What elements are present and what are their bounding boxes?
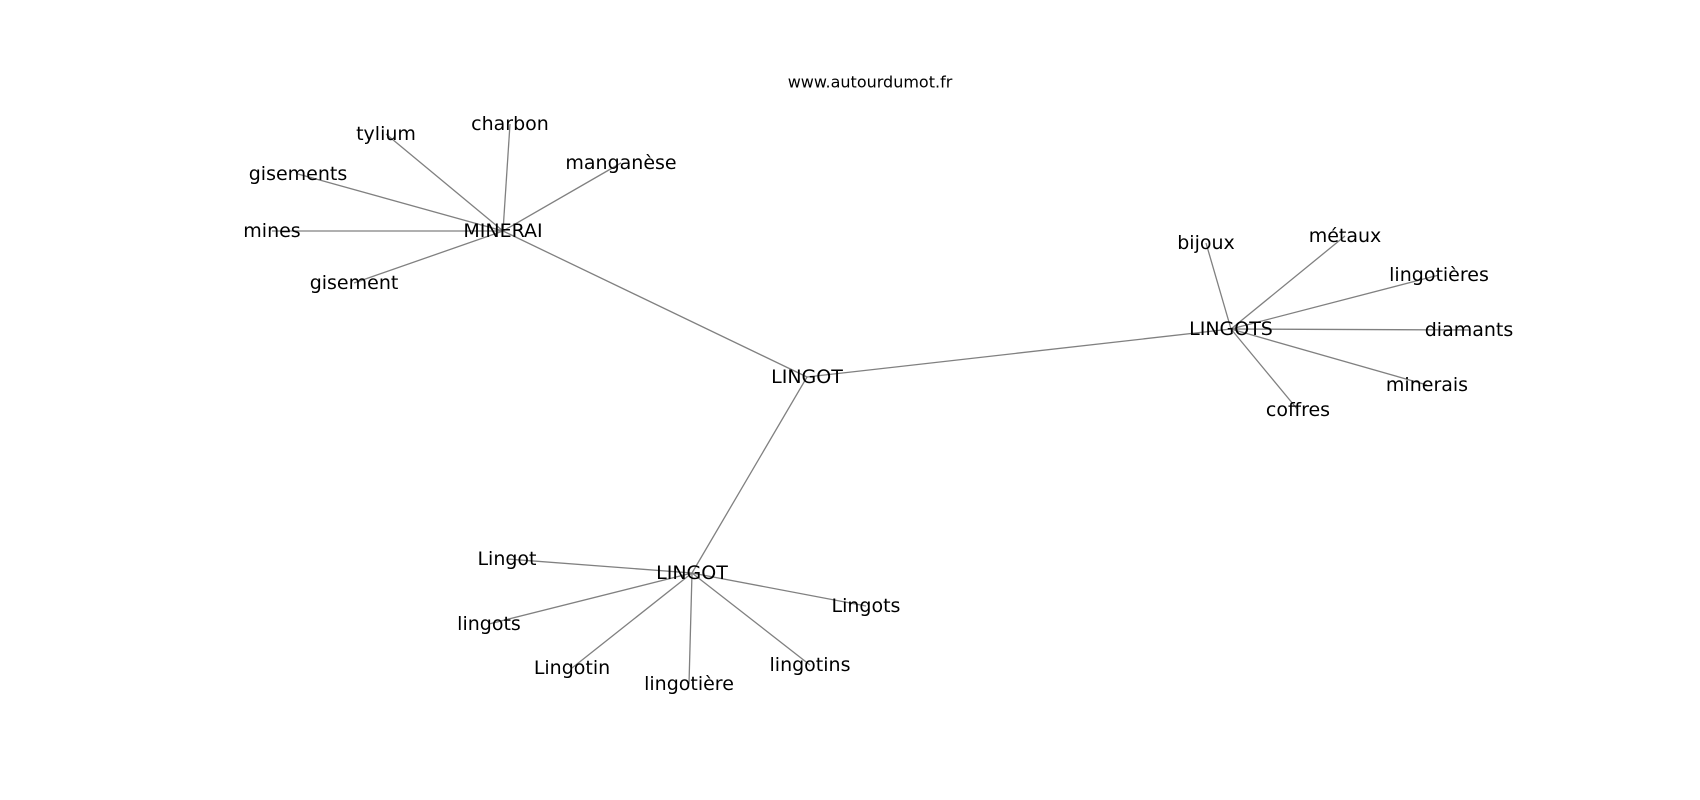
node-label-lingotieres: lingotières (1389, 264, 1489, 286)
edge-lingot-hub-Lingots-leaf (691, 572, 867, 607)
node-label-diamants: diamants (1425, 319, 1514, 341)
node-label-manganese: manganèse (565, 152, 676, 174)
edge-lingot-hub-lingots-leaf (488, 572, 693, 625)
edge-lingot-hub-Lingotin (571, 572, 693, 669)
edge-lingot-hub-lingotiere (688, 572, 693, 685)
node-label-lingots-leaf: lingots (457, 613, 521, 635)
edge-minerai-gisements (297, 173, 504, 232)
node-label-gisements: gisements (249, 163, 348, 185)
node-label-lingotins: lingotins (770, 654, 851, 676)
edge-lingot-hub-Lingot-leaf (506, 558, 693, 574)
edge-minerai-gisement (353, 230, 504, 284)
edges-layer (272, 123, 1470, 685)
edge-lingots-hub-diamants (1230, 328, 1470, 331)
node-label-metaux: métaux (1309, 225, 1382, 247)
node-label-coffres: coffres (1266, 399, 1330, 421)
node-label-bijoux: bijoux (1177, 232, 1235, 254)
node-label-lingots-hub: LINGOTS (1189, 318, 1273, 340)
edge-lingots-hub-metaux (1230, 235, 1346, 330)
node-label-gisement: gisement (310, 272, 399, 294)
edge-lingot-center-minerai (502, 230, 808, 378)
node-label-Lingots-leaf: Lingots (832, 595, 901, 617)
node-label-lingot-center: LINGOT (771, 366, 843, 388)
node-label-minerai: MINERAI (463, 220, 542, 242)
node-label-lingot-hub: LINGOT (656, 562, 728, 584)
node-label-Lingotin: Lingotin (534, 657, 610, 679)
node-label-tylium: tylium (356, 123, 416, 145)
edge-lingot-center-lingots-hub (806, 328, 1232, 378)
edge-minerai-charbon (502, 123, 511, 232)
watermark-text: www.autourdumot.fr (788, 73, 953, 92)
node-label-minerais: minerais (1386, 374, 1468, 396)
edge-lingots-hub-lingotieres (1230, 274, 1440, 330)
edge-minerai-tylium (385, 133, 504, 232)
edge-lingots-hub-bijoux (1205, 242, 1232, 330)
node-label-Lingot-leaf: Lingot (477, 548, 536, 570)
nodes-layer: LINGOT MINERAI LINGOTS LINGOT tylium charbon m… (243, 113, 1513, 695)
edge-minerai-manganese (502, 162, 622, 232)
edge-lingot-hub-lingotins (691, 572, 811, 666)
node-label-charbon: charbon (471, 113, 549, 135)
edge-lingot-center-lingot-hub (691, 376, 808, 574)
node-label-lingotiere: lingotière (644, 673, 734, 695)
edge-lingots-hub-minerais (1230, 328, 1428, 386)
edge-lingots-hub-coffres (1230, 328, 1299, 411)
node-label-mines: mines (243, 220, 300, 242)
